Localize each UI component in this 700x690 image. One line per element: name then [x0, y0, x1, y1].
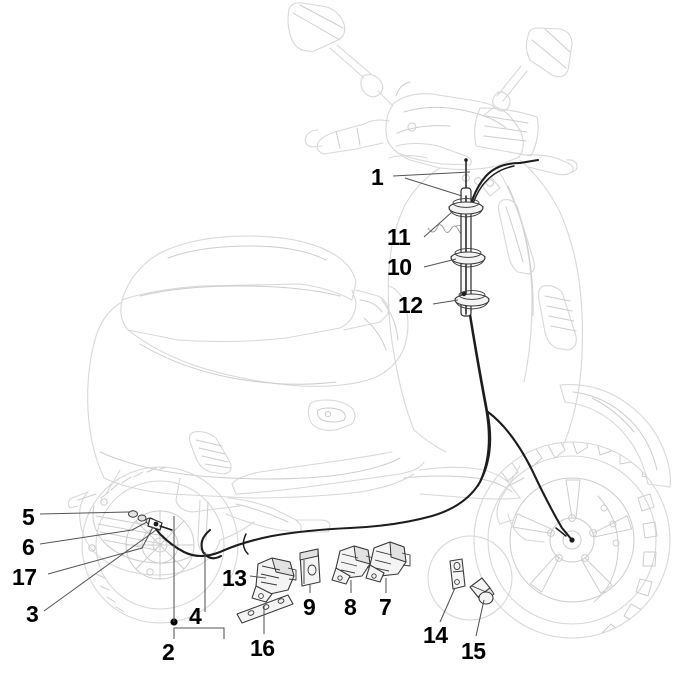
part-fixing-screw: [469, 577, 495, 605]
callout-5: 5: [22, 504, 35, 530]
callout-12: 12: [398, 292, 423, 318]
callout-17: 17: [12, 564, 37, 590]
callout-3: 3: [26, 601, 39, 627]
cable-end-fittings: [128, 510, 173, 531]
part-bracket-plate: [449, 558, 466, 590]
callout-1: 1: [371, 164, 384, 190]
seat: [120, 235, 389, 343]
part-mounting-strap-bracket: [236, 594, 294, 624]
callout-8: 8: [344, 594, 357, 620]
front-shield: [387, 159, 584, 447]
brake-cable-assembly: [128, 158, 575, 560]
cable-clip-middle: [450, 248, 486, 268]
leader-lines: [39, 171, 485, 639]
engine-cover: [79, 491, 331, 576]
callout-14: 14: [423, 622, 448, 648]
callout-10: 10: [387, 254, 412, 280]
callout-15: 15: [461, 638, 486, 664]
callout-13: 13: [222, 565, 247, 591]
mirror-right: [482, 27, 573, 117]
callout-11: 11: [387, 224, 411, 250]
callout-7: 7: [379, 594, 392, 620]
front-fender: [559, 384, 671, 488]
callout-2: 2: [162, 639, 175, 665]
side-panel: [87, 285, 415, 499]
floorboard: [175, 429, 521, 513]
part-cable-clamp-medium: [365, 541, 411, 583]
handlebar-assembly: [304, 81, 578, 187]
part-cable-clamp-small: [331, 545, 375, 585]
cable-guide-rod: [448, 158, 490, 317]
mirror-left: [287, 2, 394, 107]
callout-6: 6: [22, 534, 35, 560]
part-cable-retainer-plate: [299, 548, 321, 587]
front-wheel: [473, 441, 671, 639]
cable-clip-lower: [454, 290, 490, 310]
callout-4: 4: [189, 603, 202, 629]
part-cable-clamp-large: [251, 557, 297, 603]
detail-circle-callout: [427, 535, 513, 621]
callout-9: 9: [303, 594, 316, 620]
cable-clip-upper: [448, 198, 484, 218]
callout-16: 16: [250, 635, 275, 661]
rear-wheel: [67, 466, 239, 624]
scooter-body-group: [67, 2, 671, 639]
